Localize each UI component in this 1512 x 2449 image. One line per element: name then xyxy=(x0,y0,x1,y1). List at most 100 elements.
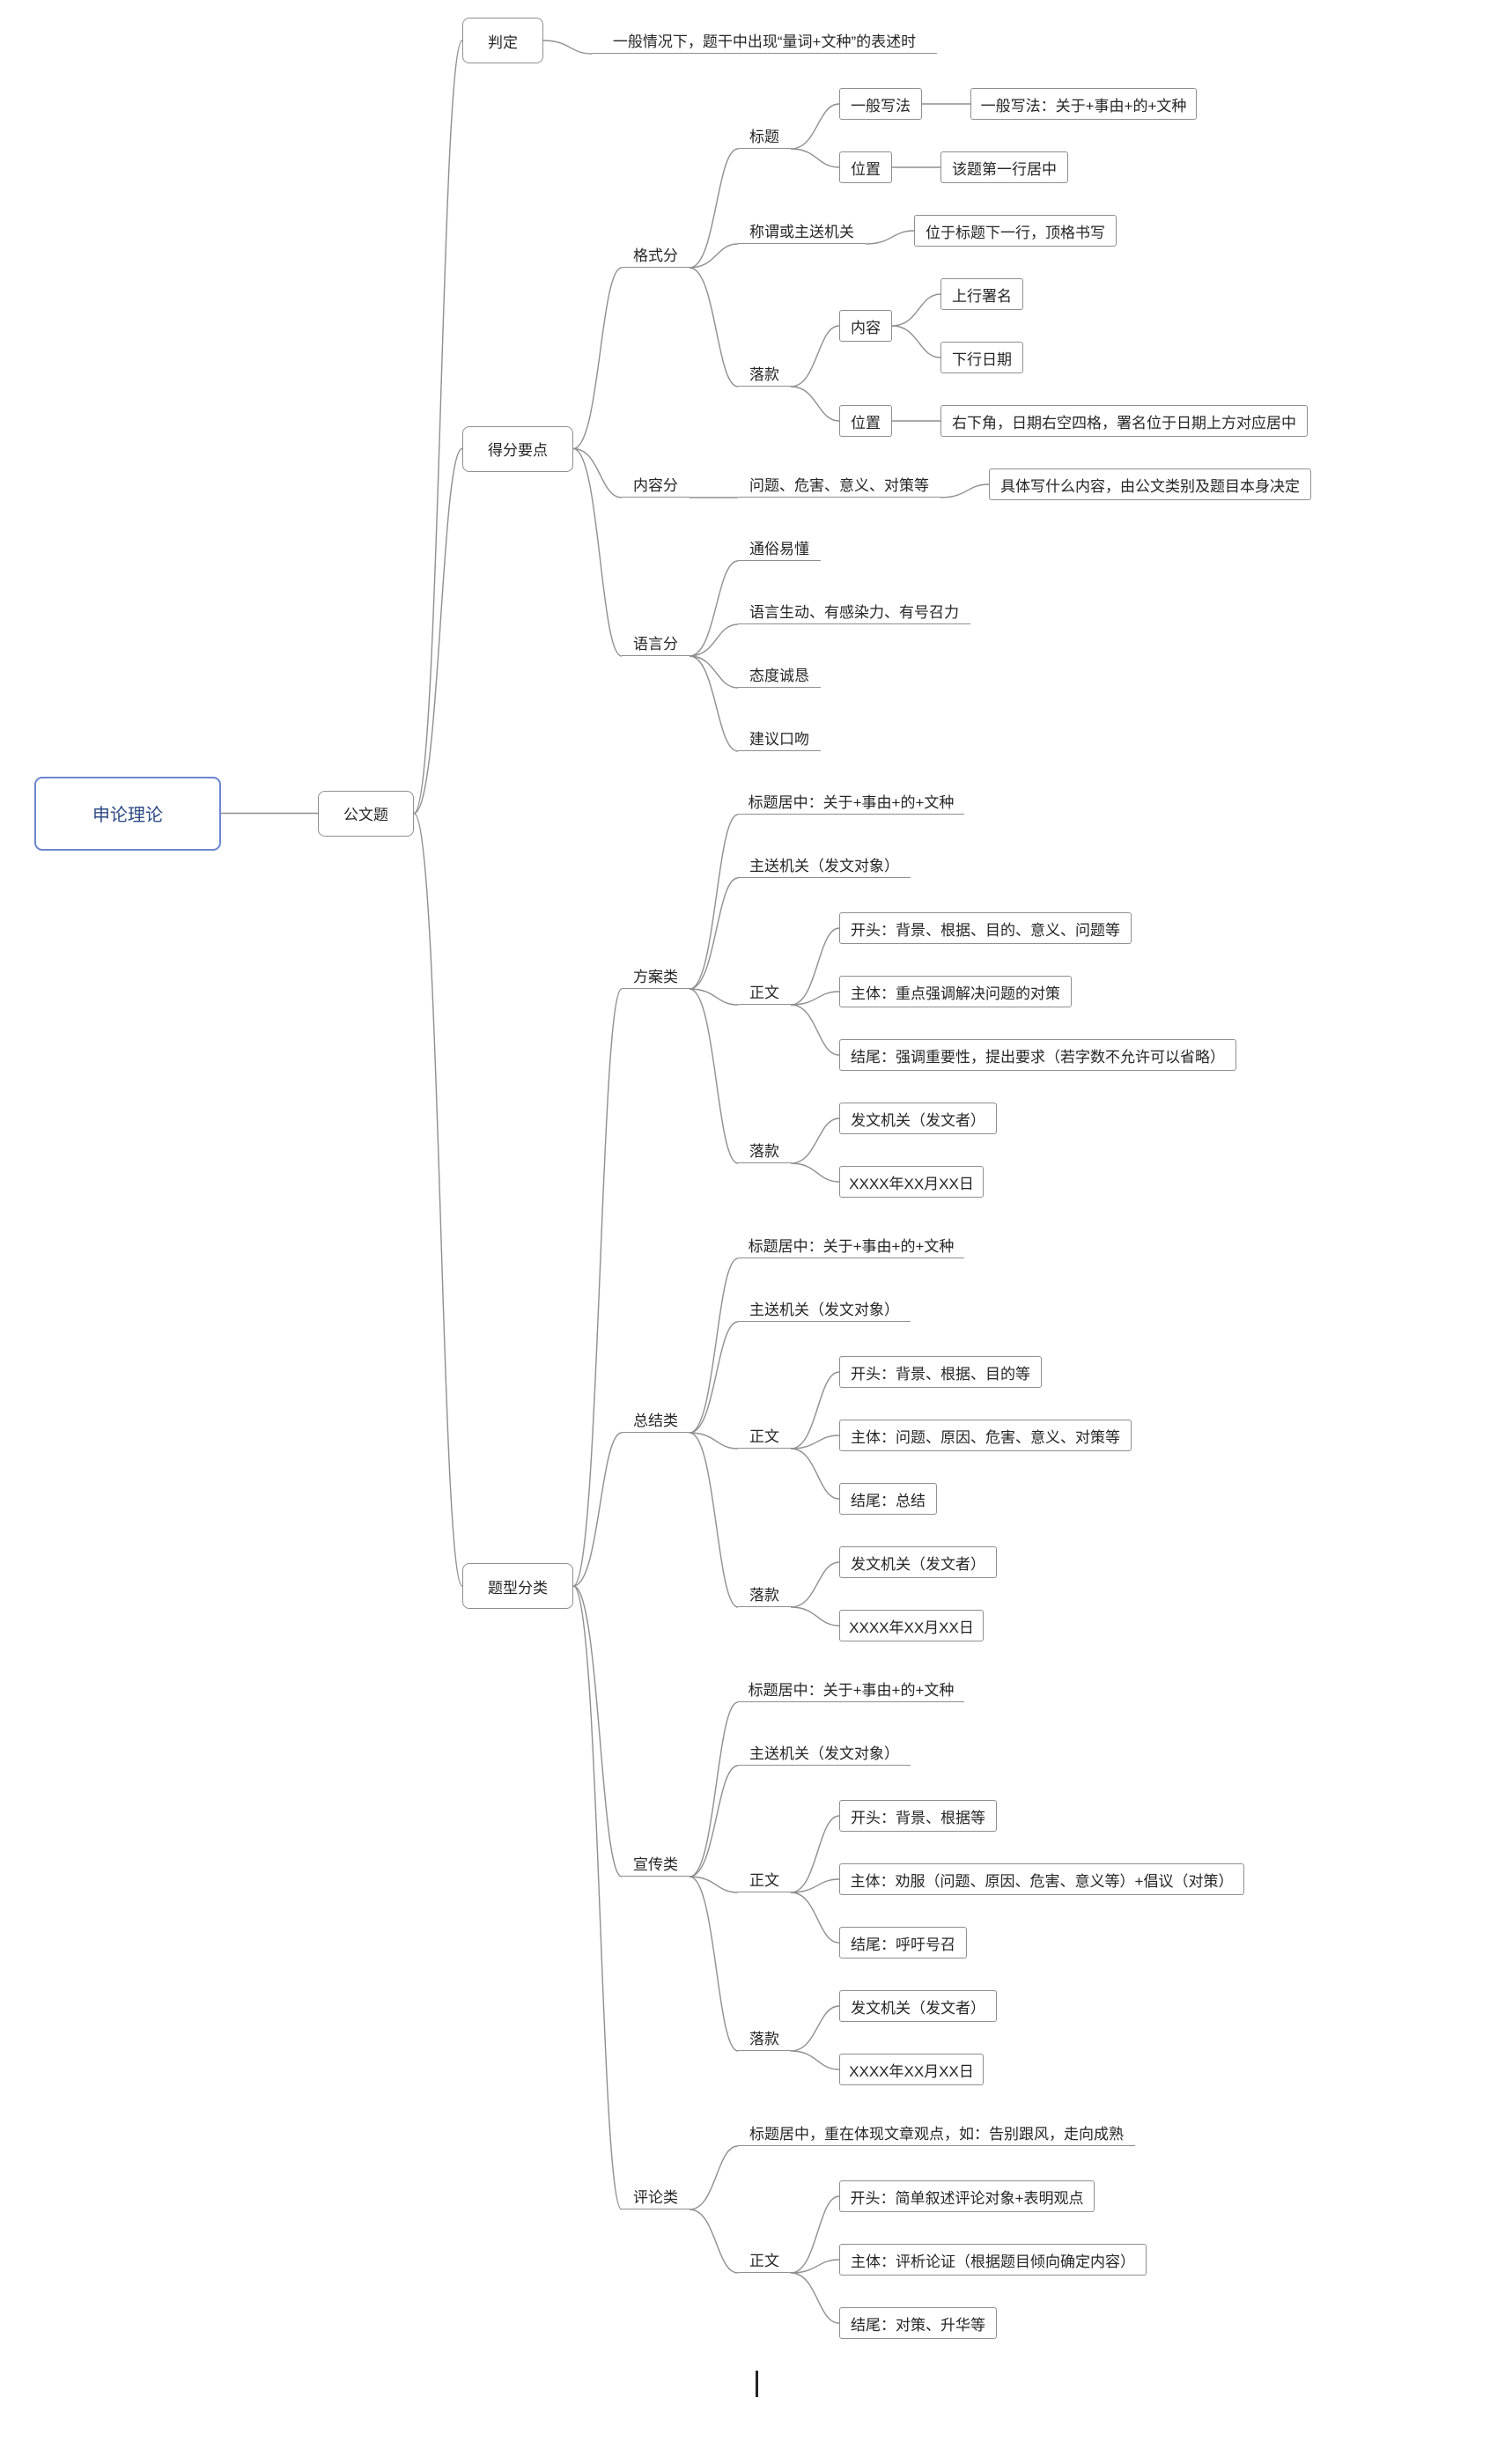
mindmap-node[interactable]: 正文 xyxy=(738,1422,791,1449)
mindmap-node[interactable]: 下行日期 xyxy=(940,342,1023,373)
mindmap-node[interactable]: 评论类 xyxy=(622,2183,690,2209)
connector-line xyxy=(689,1432,739,1608)
mindmap-node[interactable]: 总结类 xyxy=(622,1406,690,1433)
mindmap-node[interactable]: 结尾：强调重要性，提出要求（若字数不允许可以省略） xyxy=(839,1039,1236,1071)
connector-line xyxy=(790,148,840,168)
mindmap-node[interactable]: 主体：劝服（问题、原因、危害、意义等）+倡议（对策） xyxy=(839,1863,1244,1895)
node-label: 问题、危害、意义、对策等 xyxy=(749,477,929,494)
connector-line xyxy=(891,293,941,327)
node-label: XXXX年XX月XX日 xyxy=(849,2062,974,2080)
connector-line xyxy=(790,2005,840,2052)
mindmap-node[interactable]: 态度诚恳 xyxy=(738,661,821,688)
mindmap-node[interactable]: 结尾：总结 xyxy=(839,1483,937,1515)
mindmap-node[interactable]: 发文机关（发文者） xyxy=(839,1103,997,1134)
mindmap-node[interactable]: 开头：背景、根据、目的等 xyxy=(839,1356,1042,1388)
mindmap-node[interactable]: 开头：简单叙述评论对象+表明观点 xyxy=(839,2180,1095,2212)
mindmap-node[interactable]: 内容分 xyxy=(622,471,690,498)
mindmap-node[interactable]: 得分要点 xyxy=(462,425,573,472)
node-label: 一般写法：关于+事由+的+文种 xyxy=(980,97,1187,114)
connector-line xyxy=(790,1561,840,1608)
connector-line xyxy=(790,325,840,387)
mindmap-node[interactable]: 开头：背景、根据等 xyxy=(839,1800,997,1832)
mindmap-node[interactable]: XXXX年XX月XX日 xyxy=(839,1166,984,1198)
mindmap-node[interactable]: 问题、危害、意义、对策等 xyxy=(738,471,940,498)
mindmap-node[interactable]: 标题居中，重在体现文章观点，如：告别跟风，走向成熟 xyxy=(738,2120,1135,2146)
node-label: 位置 xyxy=(851,414,881,432)
mindmap-node[interactable]: 正文 xyxy=(738,978,791,1005)
node-label: 开头：背景、根据、目的、意义、问题等 xyxy=(851,921,1120,939)
connector-line xyxy=(542,40,593,55)
mindmap-node[interactable]: 建议口吻 xyxy=(738,725,821,751)
mindmap-node[interactable]: 发文机关（发文者） xyxy=(839,1546,997,1578)
node-label: 主体：问题、原因、危害、意义、对策等 xyxy=(851,1428,1120,1446)
connector-line xyxy=(689,2145,739,2210)
mindmap-node[interactable]: 公文题 xyxy=(318,790,414,837)
mindmap-root-node[interactable]: 申论理论 xyxy=(34,776,221,851)
node-label: 语言分 xyxy=(633,636,678,653)
mindmap-node[interactable]: 主送机关（发文对象） xyxy=(738,1295,911,1322)
mindmap-node[interactable]: 宣传类 xyxy=(622,1850,690,1877)
mindmap-node[interactable]: 一般写法 xyxy=(839,88,922,120)
connector-line xyxy=(689,1876,739,1893)
mindmap-node[interactable]: 内容 xyxy=(839,310,892,342)
mindmap-node[interactable]: 标题居中：关于+事由+的+文种 xyxy=(738,788,964,815)
mindmap-node[interactable]: 该题第一行居中 xyxy=(940,151,1068,183)
node-label: 该题第一行居中 xyxy=(952,160,1057,178)
mindmap-node[interactable]: 右下角，日期右空四格，署名位于日期上方对应居中 xyxy=(940,405,1308,437)
node-label: 通俗易懂 xyxy=(749,541,809,557)
mindmap-node[interactable]: XXXX年XX月XX日 xyxy=(839,2054,984,2085)
mindmap-node[interactable]: 主体：重点强调解决问题的对策 xyxy=(839,976,1072,1007)
mindmap-node[interactable]: 称谓或主送机关 xyxy=(738,218,866,244)
mindmap-node[interactable]: 标题居中：关于+事由+的+文种 xyxy=(738,1676,964,1702)
mindmap-node[interactable]: 一般写法：关于+事由+的+文种 xyxy=(970,88,1197,120)
node-label: 态度诚恳 xyxy=(749,668,809,684)
node-label: 正文 xyxy=(749,1872,779,1889)
mindmap-node[interactable]: 标题 xyxy=(738,122,791,149)
mindmap-node[interactable]: 具体写什么内容，由公文类别及题目本身决定 xyxy=(989,468,1311,500)
node-label: 开头：背景、根据、目的等 xyxy=(851,1365,1030,1383)
mindmap-node[interactable]: 落款 xyxy=(738,1137,791,1163)
mindmap-node[interactable]: 语言分 xyxy=(622,630,690,656)
mindmap-node[interactable]: 落款 xyxy=(738,1581,791,1607)
connector-line xyxy=(891,325,941,358)
mindmap-node[interactable]: 主送机关（发文对象） xyxy=(738,852,911,878)
connector-line xyxy=(689,988,739,1164)
node-label: 语言生动、有感染力、有号召力 xyxy=(749,604,959,621)
mindmap-node[interactable]: 格式分 xyxy=(622,241,690,268)
mindmap-node[interactable]: XXXX年XX月XX日 xyxy=(839,1610,984,1641)
connector-line xyxy=(689,655,739,689)
mindmap-node[interactable]: 结尾：对策、升华等 xyxy=(839,2307,997,2339)
mindmap-node[interactable]: 语言生动、有感染力、有号召力 xyxy=(738,598,970,624)
mindmap-node[interactable]: 发文机关（发文者） xyxy=(839,1990,997,2022)
connector-line xyxy=(790,1892,840,1944)
node-label: 结尾：对策、升华等 xyxy=(851,2316,985,2334)
mindmap-node[interactable]: 落款 xyxy=(738,2025,791,2051)
node-label: 发文机关（发文者） xyxy=(851,1999,985,2017)
mindmap-node[interactable]: 正文 xyxy=(738,2246,791,2273)
mindmap-node[interactable]: 主体：问题、原因、危害、意义、对策等 xyxy=(839,1420,1132,1451)
node-label: 落款 xyxy=(749,1587,779,1604)
mindmap-node[interactable]: 标题居中：关于+事由+的+文种 xyxy=(738,1232,964,1258)
mindmap-node[interactable]: 正文 xyxy=(738,1866,791,1892)
node-label: 内容 xyxy=(851,319,881,336)
node-label: 落款 xyxy=(749,2031,779,2047)
mindmap-node[interactable]: 上行署名 xyxy=(940,278,1023,310)
mindmap-node[interactable]: 位于标题下一行，顶格书写 xyxy=(914,215,1117,247)
mindmap-node[interactable]: 主送机关（发文对象） xyxy=(738,1739,911,1766)
mindmap-node[interactable]: 方案类 xyxy=(622,963,690,989)
mindmap-node[interactable]: 位置 xyxy=(839,151,892,183)
mindmap-node[interactable]: 开头：背景、根据、目的、意义、问题等 xyxy=(839,912,1132,944)
connector-line xyxy=(689,243,739,269)
node-label: 题型分类 xyxy=(488,1579,548,1597)
mindmap-node[interactable]: 结尾：呼吁号召 xyxy=(839,1927,967,1958)
mindmap-node[interactable]: 题型分类 xyxy=(462,1563,573,1609)
mindmap-node[interactable]: 判定 xyxy=(462,18,543,63)
connector-line xyxy=(790,1815,840,1893)
node-label: 标题居中：关于+事由+的+文种 xyxy=(748,1238,955,1255)
mindmap-node[interactable]: 位置 xyxy=(839,405,892,437)
mindmap-node[interactable]: 落款 xyxy=(738,360,791,387)
mindmap-node[interactable]: 一般情况下，题干中出现“量词+文种”的表述时 xyxy=(592,27,937,54)
connector-line xyxy=(865,230,915,245)
mindmap-node[interactable]: 通俗易懂 xyxy=(738,535,821,561)
mindmap-node[interactable]: 主体：评析论证（根据题目倾向确定内容） xyxy=(839,2244,1147,2276)
